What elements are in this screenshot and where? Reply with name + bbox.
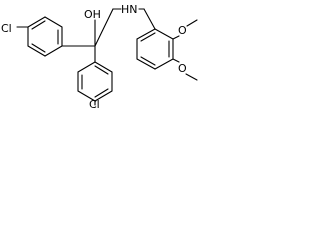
chlorophenyl-ring-lower [77, 61, 113, 102]
dimethoxyphenyl-ring [136, 28, 174, 70]
structure-diagram: Cl OH HN Cl O O [0, 0, 208, 111]
chlorine-label-lower: Cl [89, 98, 100, 111]
chlorophenyl-ring-upper [27, 16, 63, 57]
hydroxyl-label: OH [84, 8, 101, 21]
bond-o-bottom-to-methyl [185, 73, 198, 81]
bond-ring-to-o-top [172, 35, 180, 40]
molecule-drawing: Cl OH HN Cl O O [1, 3, 198, 111]
bond-center-to-ch2 [94, 8, 114, 47]
bond-o-top-to-methyl [186, 19, 198, 27]
bond-ring-to-o-bottom [172, 58, 180, 63]
methoxy-oxygen-label-top: O [178, 24, 187, 37]
bond-benzylic-to-ring [143, 8, 156, 30]
amine-label: HN [121, 3, 138, 16]
methoxy-oxygen-label-bottom: O [178, 62, 187, 75]
chlorine-label-upper: Cl [1, 22, 12, 35]
